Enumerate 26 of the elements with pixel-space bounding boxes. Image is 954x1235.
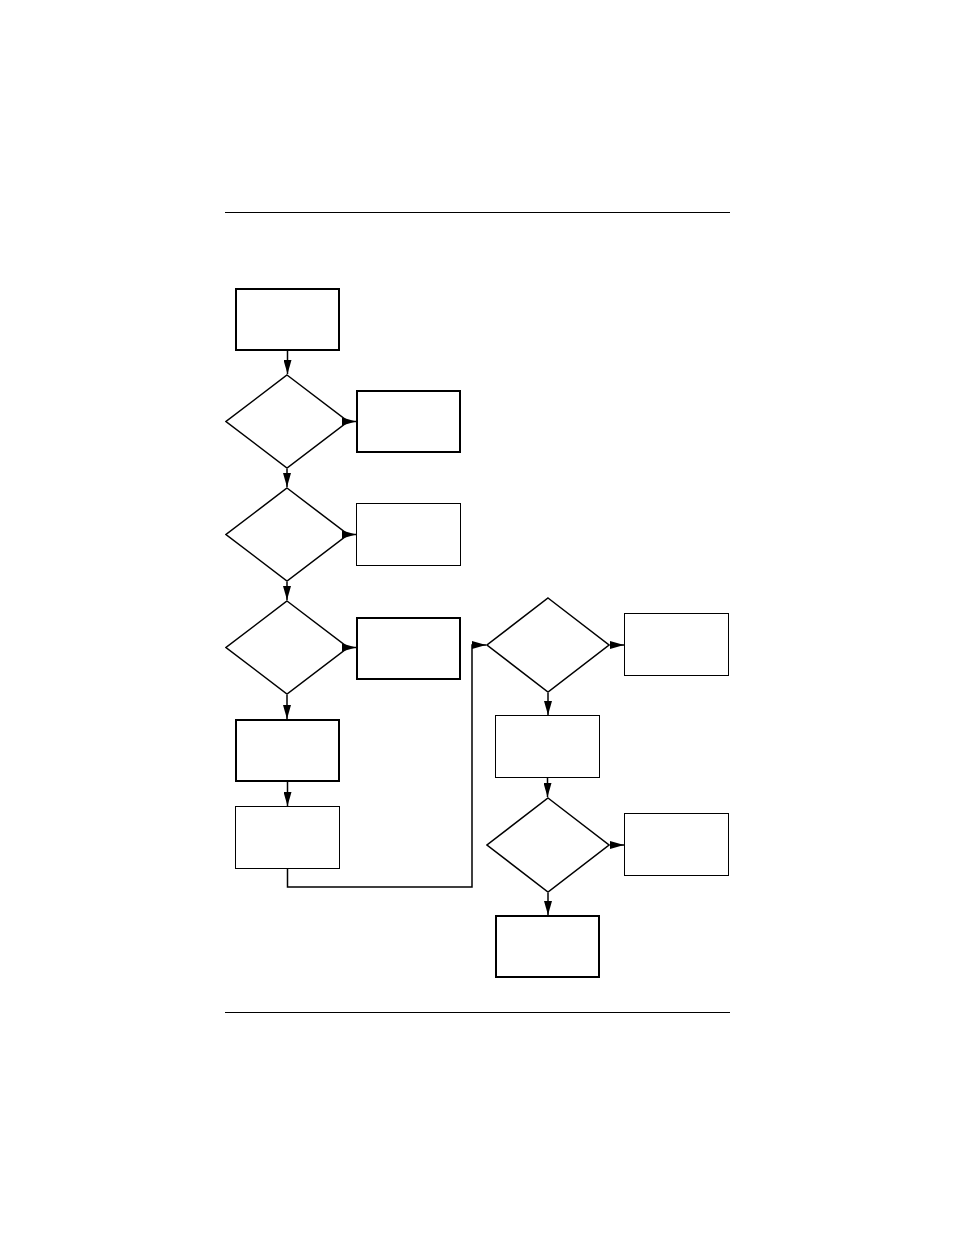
decision-diamond: [486, 597, 610, 693]
process-box: [624, 813, 729, 876]
arrow: [544, 692, 552, 716]
process-box: [235, 806, 340, 869]
arrow: [283, 468, 291, 488]
process-box: [356, 503, 461, 566]
arrow: [283, 694, 291, 720]
process-box: [495, 915, 600, 978]
arrow: [609, 641, 625, 649]
arrow: [342, 530, 357, 539]
decision-diamond: [486, 797, 610, 893]
arrow: [543, 777, 552, 798]
arrow: [609, 841, 625, 849]
process-box: [356, 390, 461, 453]
arrow: [286, 641, 487, 888]
process-box: [235, 719, 340, 782]
process-box: [235, 288, 340, 351]
arrow: [283, 350, 292, 375]
process-box: [495, 715, 600, 778]
process-box: [356, 617, 461, 680]
process-box: [624, 613, 729, 676]
arrow: [342, 417, 357, 426]
arrow: [283, 781, 292, 807]
arrow: [283, 581, 291, 601]
arrow: [342, 643, 357, 652]
arrow: [544, 892, 552, 916]
